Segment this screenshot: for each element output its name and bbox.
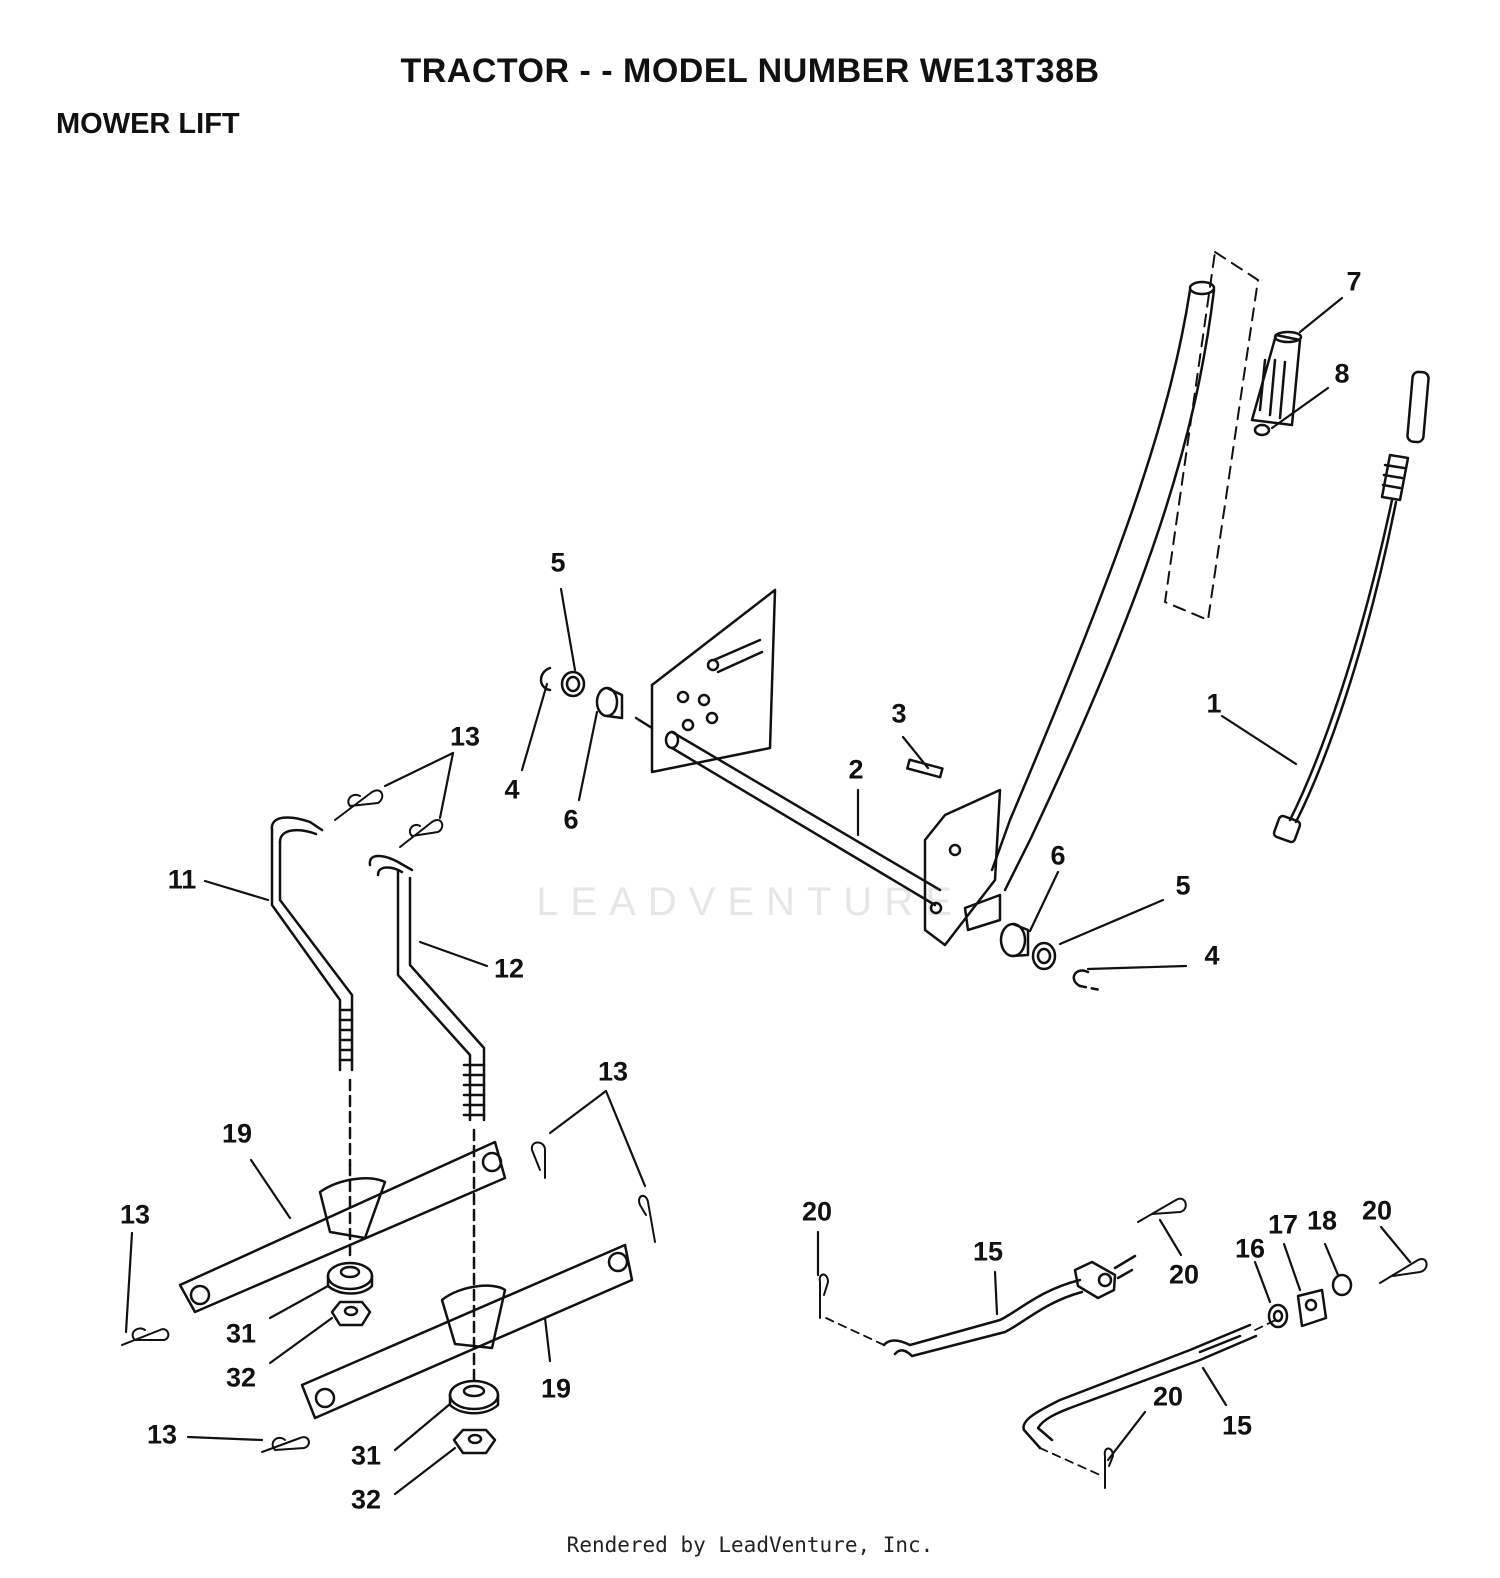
watermark: LEADVENTURE	[536, 880, 964, 924]
shaft-bracket	[923, 788, 1002, 947]
callout-13-mid: 13	[597, 1056, 629, 1087]
callout-11: 11	[167, 864, 197, 895]
callout-16: 16	[1234, 1233, 1266, 1264]
callout-2: 2	[848, 754, 864, 785]
callout-15-lower: 15	[1221, 1410, 1253, 1441]
assembly-lines	[825, 1317, 1281, 1476]
footer-credit: Rendered by LeadVenture, Inc.	[566, 1533, 934, 1557]
callout-31-upper: 31	[225, 1318, 257, 1349]
callout-6-left: 6	[563, 804, 579, 835]
section-title: MOWER LIFT	[56, 108, 240, 140]
handle-outline	[1164, 251, 1259, 621]
mounting-plate	[650, 588, 777, 774]
callout-32-upper: 32	[225, 1362, 257, 1393]
callout-32-lower: 32	[350, 1484, 382, 1515]
lift-rod-11	[270, 816, 354, 1167]
washer-nut-lower	[448, 1379, 500, 1455]
callout-7: 7	[1346, 266, 1362, 297]
washer-nut-upper	[326, 1261, 374, 1327]
callout-18: 18	[1306, 1205, 1338, 1236]
lift-handle	[990, 280, 1216, 892]
left-bushing-group	[539, 666, 624, 720]
lift-rod-12	[348, 854, 486, 1382]
callout-4-left: 4	[504, 774, 520, 805]
right-bushing-group	[963, 893, 1102, 992]
callout-5-left: 5	[550, 547, 566, 578]
callout-19-upper: 19	[221, 1118, 253, 1149]
callout-13-bottom: 13	[146, 1419, 178, 1450]
adjust-rod-lower	[1022, 1323, 1258, 1450]
callout-13-top: 13	[449, 721, 481, 752]
lift-shaft	[634, 716, 942, 907]
callout-5-right: 5	[1175, 870, 1191, 901]
callout-4-right: 4	[1204, 940, 1220, 971]
hair-pins-20	[818, 1197, 1428, 1489]
callout-20-center: 20	[1168, 1259, 1200, 1290]
callout-1: 1	[1206, 688, 1222, 719]
callout-17: 17	[1267, 1209, 1299, 1240]
callout-15-upper: 15	[972, 1236, 1004, 1267]
pin	[906, 758, 944, 779]
callout-8: 8	[1334, 358, 1350, 389]
page-title: TRACTOR - - MODEL NUMBER WE13T38B	[400, 52, 1100, 90]
adjust-rod-upper	[882, 1254, 1137, 1358]
callout-19-lower: 19	[540, 1373, 572, 1404]
callout-6-right: 6	[1050, 840, 1066, 871]
trunnion-parts	[1267, 1273, 1353, 1329]
callout-20-right: 20	[1361, 1195, 1393, 1226]
callout-3: 3	[891, 698, 907, 729]
callout-20-bottom: 20	[1152, 1381, 1184, 1412]
lift-arm-lower	[300, 1243, 634, 1420]
callout-13-left: 13	[119, 1199, 151, 1230]
callout-31-lower: 31	[350, 1440, 382, 1471]
cable-rod	[1272, 370, 1430, 844]
lift-arm-upper	[178, 1140, 507, 1314]
callout-12: 12	[493, 953, 525, 984]
handle-grip	[1250, 330, 1303, 437]
callout-20-left: 20	[801, 1196, 833, 1227]
leader-lines	[124, 296, 1412, 1496]
hair-pin-clips-13	[121, 789, 656, 1453]
